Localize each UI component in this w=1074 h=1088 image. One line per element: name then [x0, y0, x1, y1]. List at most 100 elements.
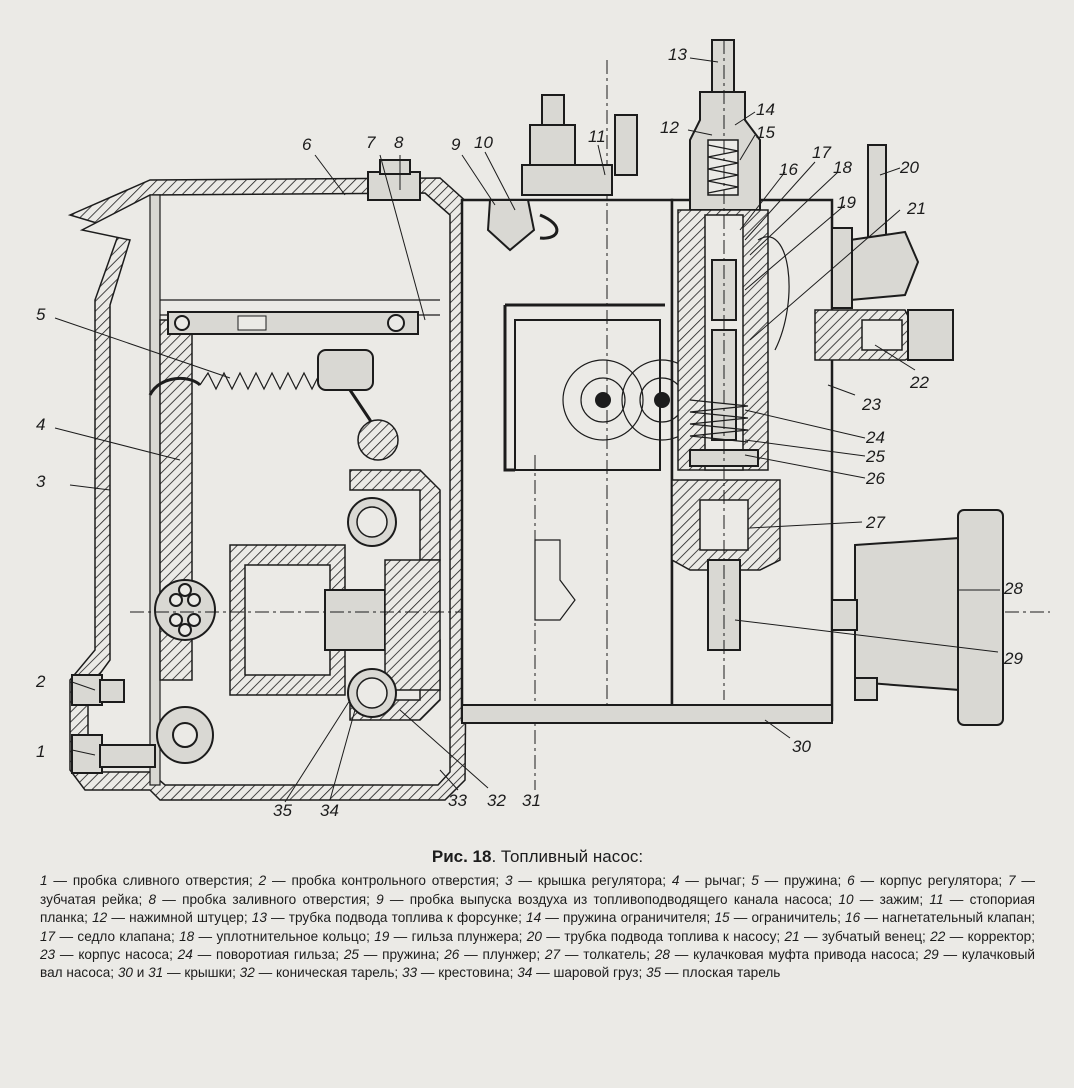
legend-text: — плоская тарель: [661, 965, 781, 981]
legend-item: 34 — шаровой груз;: [517, 965, 646, 980]
callout-35: 35: [273, 801, 292, 820]
callout-1: 1: [36, 742, 45, 761]
legend-text: — нагнетательный клапан;: [860, 910, 1036, 926]
inlet-and-corrector: [814, 144, 954, 361]
legend-item: 15 — ограничитель;: [714, 910, 845, 925]
legend-item: 3 — крышка регулятора;: [505, 873, 672, 888]
legend-item: 18 — уплотнительное кольцо;: [179, 929, 374, 944]
leader-lines: [54, 57, 1000, 803]
legend-text: — зубчатая рейка;: [40, 873, 1036, 907]
callout-22: 22: [909, 373, 929, 392]
callout-27: 27: [865, 513, 885, 532]
legend-text: — пробка контрольного отверстия;: [266, 873, 505, 889]
callout-6: 6: [302, 135, 312, 154]
legend-number: 9: [376, 891, 384, 907]
callout-25: 25: [865, 447, 885, 466]
callout-29: 29: [1003, 649, 1023, 668]
cam-coupling: [831, 509, 1004, 726]
top-fittings: [486, 94, 638, 252]
legend-text: — поворотиая гильза;: [192, 947, 344, 963]
legend-item: 17 — седло клапана;: [40, 929, 179, 944]
delivery-valve-stack: [671, 39, 790, 700]
legend-item: 10 — зажим;: [838, 892, 929, 907]
legend-text: — коническая тарель;: [254, 965, 402, 981]
legend-item: 29 — кулачковый вал насоса;: [40, 947, 1035, 980]
legend-item: 12 — нажимной штуцер;: [92, 910, 252, 925]
callout-26: 26: [865, 469, 885, 488]
callout-15: 15: [756, 123, 775, 142]
callout-7: 7: [366, 133, 376, 152]
legend-item: 5 — пружина;: [751, 873, 847, 888]
legend-text: — пружина ограничителя;: [541, 910, 715, 926]
legend-item: 8 — пробка заливного отверстия;: [148, 892, 376, 907]
legend-text: — кулачковая муфта привода насоса;: [669, 947, 924, 963]
legend-number: 26: [444, 947, 460, 963]
callout-14: 14: [756, 100, 775, 119]
legend-number: 25: [343, 947, 359, 963]
callout-9: 9: [451, 135, 461, 154]
pump-housing: [460, 60, 834, 790]
legend-item: 25 — пружина;: [344, 947, 444, 962]
legend-text: — корпус регулятора;: [854, 873, 1009, 889]
governor-assembly: [130, 469, 1050, 721]
legend-text: — зажим;: [853, 891, 930, 907]
legend-text: — гильза плунжера;: [389, 928, 527, 944]
callout-19: 19: [837, 193, 856, 212]
legend-item: 11 — стопориая планка;: [40, 892, 1035, 925]
legend-number: 4: [671, 873, 680, 889]
legend-text: — крышка регулятора;: [512, 873, 672, 889]
callout-numbers: 1 2 3 4 5 6 7 8 9 10 11 12 13 14 15 16 1…: [35, 45, 1023, 820]
legend-item: 20 — трубка подвода топлива к насосу;: [527, 929, 785, 944]
legend-text: — пробка заливного отверстия;: [156, 891, 377, 907]
legend-number: 18: [179, 928, 195, 944]
callout-18: 18: [833, 158, 852, 177]
legend-item: 4 — рычаг;: [672, 873, 751, 888]
legend-item: 22 — корректор;: [930, 929, 1035, 944]
figure-caption: Рис. 18. Топливный насос: 1 — пробка сли…: [40, 847, 1036, 983]
callout-33: 33: [448, 791, 467, 810]
legend-item: 16 — нагнетательный клапан;: [845, 910, 1035, 925]
legend-text: — седло клапана;: [55, 928, 180, 944]
legend-item: 2 — пробка контрольного отверстия;: [259, 873, 505, 888]
legend-number: 7: [1008, 873, 1016, 889]
callout-8: 8: [394, 133, 404, 152]
callout-12: 12: [660, 118, 679, 137]
legend-item: 26 — плунжер;: [444, 947, 545, 962]
filler-plug: [367, 159, 421, 201]
toothed-rack: [167, 311, 419, 335]
legend-text: — стопориая планка;: [40, 891, 1036, 926]
legend-text: — пружина;: [358, 947, 445, 963]
legend-number: 28: [654, 947, 670, 963]
callout-24: 24: [865, 428, 885, 447]
legend-number: 27: [544, 947, 561, 963]
legend-item: 30 и: [118, 965, 148, 980]
legend-text: и: [132, 965, 149, 981]
legend-item: 1 — пробка сливного отверстия;: [40, 873, 259, 888]
legend-number: 1: [40, 873, 48, 889]
legend-text: — крышки;: [163, 965, 240, 981]
legend-number: 13: [251, 910, 267, 926]
legend-item: 13 — трубка подвода топлива к форсунке;: [252, 910, 526, 925]
legend-text: — уплотнительное кольцо;: [194, 928, 375, 944]
legend-text: — плунжер;: [459, 947, 545, 963]
callout-30: 30: [792, 737, 811, 756]
legend-number: 31: [148, 965, 164, 981]
callout-11: 11: [588, 127, 606, 146]
legend-number: 6: [847, 873, 855, 889]
callout-2: 2: [35, 672, 46, 691]
callout-17: 17: [812, 143, 831, 162]
legend-text: — толкатель;: [560, 947, 655, 963]
legend-number: 12: [92, 910, 108, 926]
callout-10: 10: [474, 133, 493, 152]
legend-text: — пробка сливного отверстия;: [47, 873, 259, 889]
callout-3: 3: [36, 472, 46, 491]
legend-text: — зубчатый венец;: [799, 928, 931, 944]
legend-number: 3: [504, 873, 513, 889]
legend-number: 11: [929, 891, 944, 907]
callout-20: 20: [899, 158, 919, 177]
legend-number: 24: [177, 947, 193, 963]
legend-item: 23 — корпус насоса;: [40, 947, 178, 962]
legend-item: 28 — кулачковая муфта привода насоса;: [655, 947, 924, 962]
legend-number: 17: [40, 928, 56, 944]
callout-16: 16: [779, 160, 798, 179]
